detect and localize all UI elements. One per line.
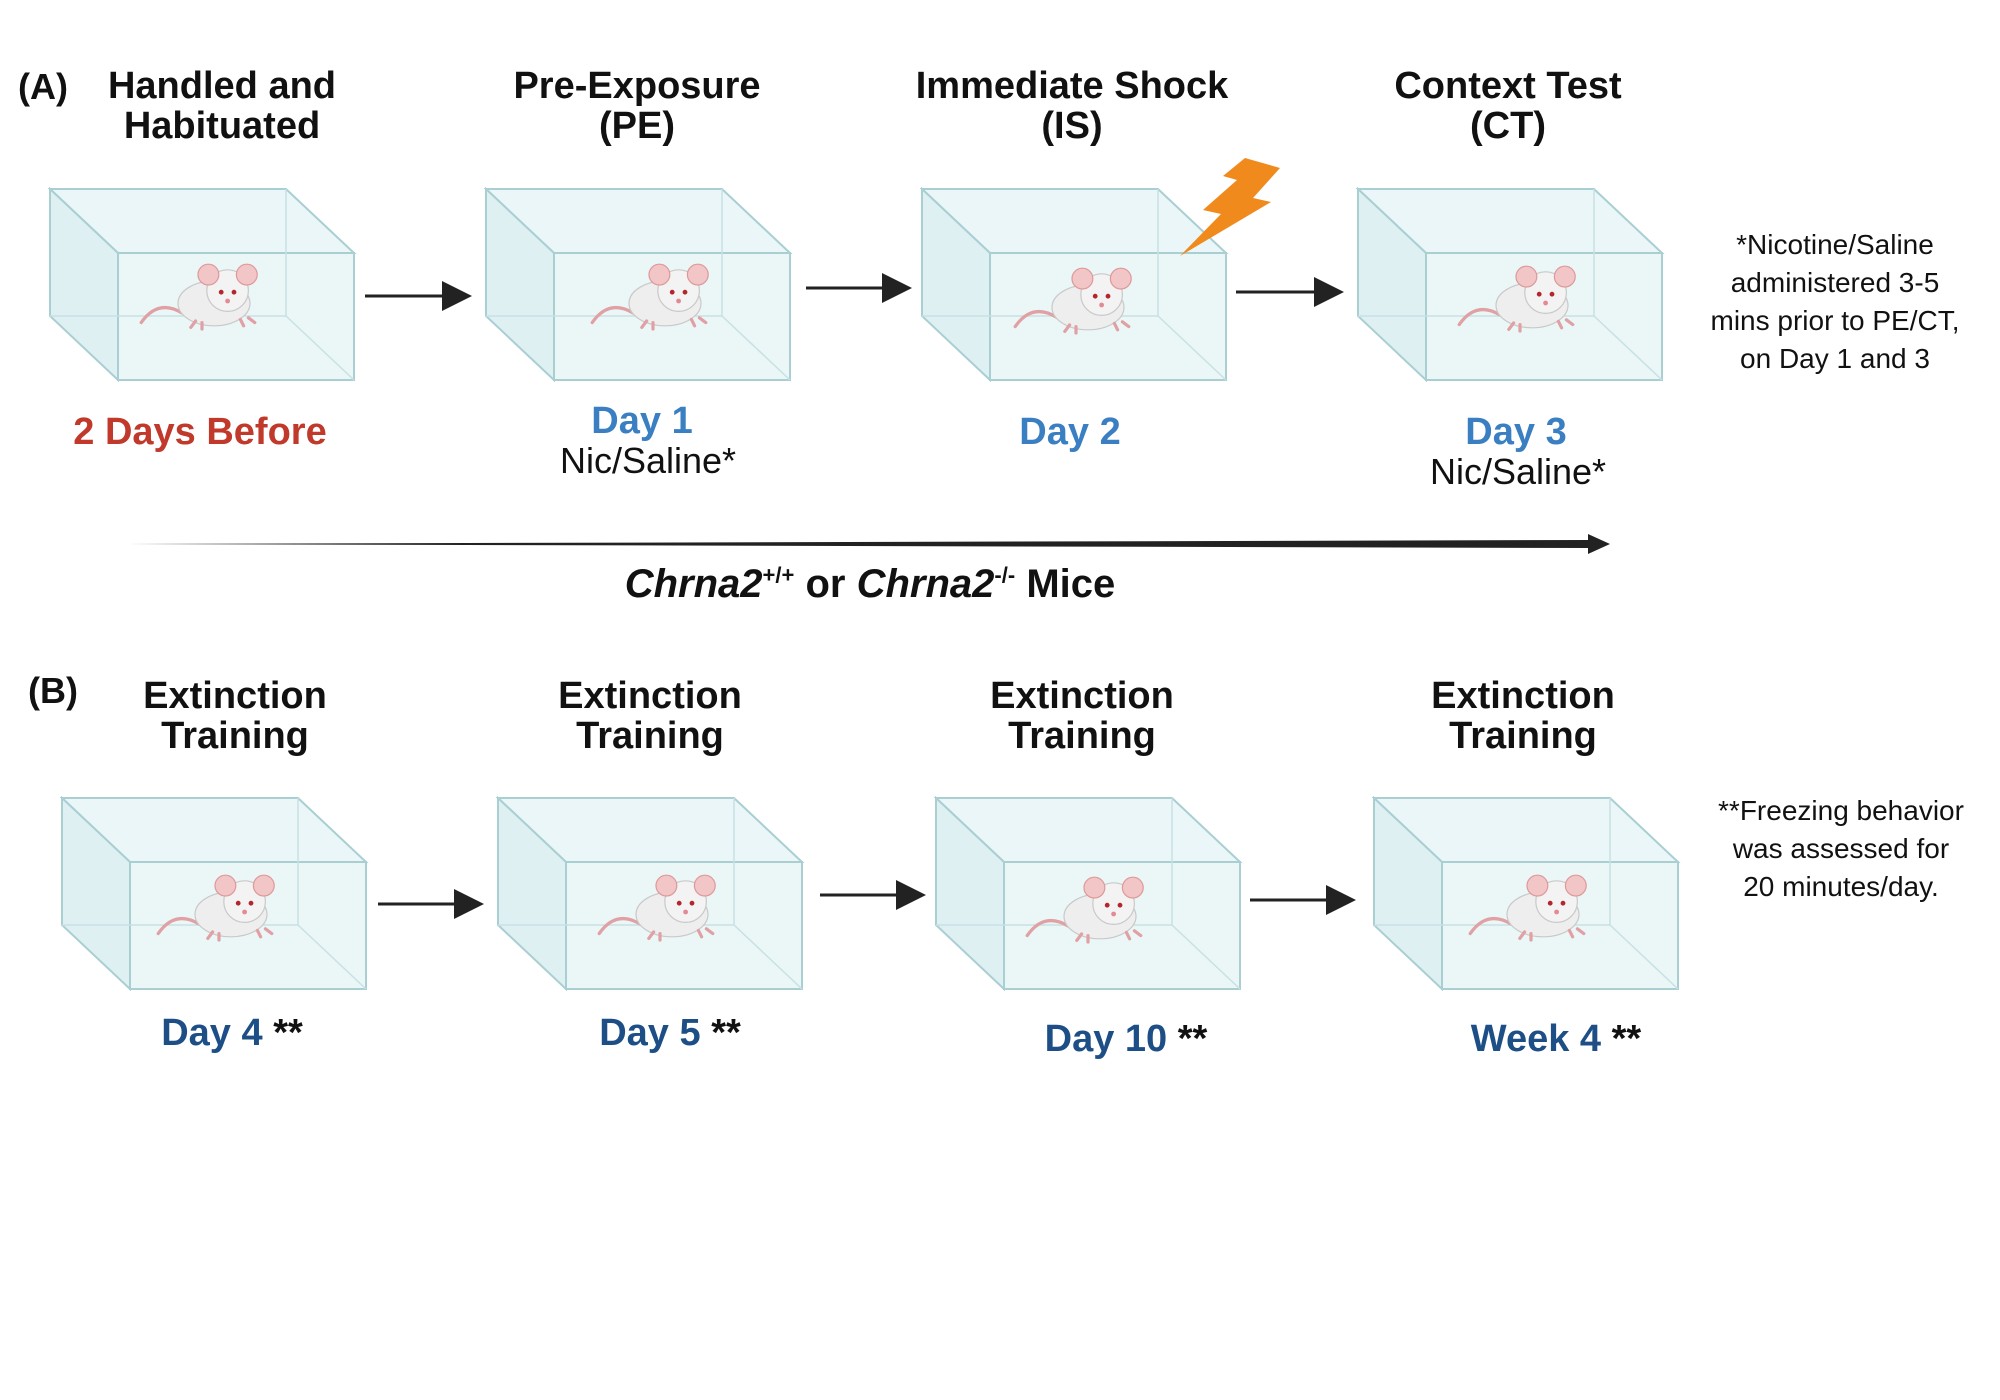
day-label-a4: Day 3: [1465, 411, 1567, 453]
day-label-b1: Day 4 **: [52, 1013, 412, 1053]
day-label-b3: Day 10 **: [946, 1019, 1306, 1059]
note-line: *Nicotine/Saline: [1736, 229, 1934, 260]
note-line: administered 3-5: [1730, 267, 1940, 298]
stage-a1-title: Handled and Habituated: [12, 66, 432, 146]
cage-b4: [1372, 796, 1682, 991]
freezing-note: **Freezing behavior was assessed for 20 …: [1686, 792, 1996, 906]
day-label-a3: Day 2: [1019, 411, 1121, 453]
cage-b2: [496, 796, 806, 991]
freezing-marker: **: [1177, 1018, 1208, 1060]
panel-a-label: (A): [18, 66, 68, 107]
stage-title-line2: Training: [1449, 715, 1597, 757]
stage-title-line1: Immediate Shock: [915, 65, 1229, 107]
genotype-label: Chrna2+/+ or Chrna2-/- Mice: [520, 562, 1220, 607]
freezing-marker: **: [273, 1012, 303, 1054]
note-line: on Day 1 and 3: [1740, 343, 1930, 374]
genotype-suffix: Mice: [1026, 562, 1116, 606]
day-value: Day 4: [161, 1012, 263, 1054]
cage-b1: [60, 796, 370, 991]
timeline-arrowhead: [1588, 534, 1610, 554]
stage-title-line1: Extinction: [143, 675, 327, 717]
stage-title-line1: Extinction: [990, 675, 1174, 717]
gene-name-ko: Chrna2: [856, 562, 995, 606]
timeline-shaft: [110, 540, 1590, 548]
note-line: **Freezing behavior: [1718, 795, 1964, 826]
stage-title-line2: Training: [576, 715, 724, 757]
day-value: Day 5: [599, 1012, 701, 1054]
day-value: Day 10: [1044, 1018, 1168, 1060]
stage-title-line1: Extinction: [558, 675, 742, 717]
panel-b-label: (B): [28, 670, 78, 711]
nicotine-note: *Nicotine/Saline administered 3-5 mins p…: [1680, 226, 1990, 378]
note-line: mins prior to PE/CT,: [1710, 305, 1960, 336]
stage-title-line2: (IS): [1041, 105, 1103, 147]
note-line: was assessed for: [1732, 833, 1950, 864]
stage-title-line2: Training: [1008, 715, 1156, 757]
stage-b2-title: Extinction Training: [440, 676, 860, 756]
stage-title-line1: Extinction: [1431, 675, 1615, 717]
gene-name-wt: Chrna2: [624, 562, 763, 606]
treatment-label-a2: Nic/Saline*: [559, 440, 737, 481]
genotype-ko: -/-: [994, 562, 1016, 588]
genotype-connector: or: [805, 562, 846, 606]
stage-title-line1: Pre-Exposure: [513, 65, 761, 107]
note-line: 20 minutes/day.: [1743, 871, 1939, 902]
stage-b4-title: Extinction Training: [1313, 676, 1733, 756]
stage-b3-title: Extinction Training: [872, 676, 1292, 756]
day-label-a1: 2 Days Before: [73, 411, 327, 453]
day-label-b2: Day 5 **: [490, 1013, 850, 1053]
genotype-wt: +/+: [762, 562, 795, 588]
lightning-icon: [1180, 158, 1280, 256]
stage-title-line2: Training: [161, 715, 309, 757]
stage-title-line2: (PE): [599, 105, 675, 147]
stage-title-line2: (CT): [1470, 105, 1546, 147]
stage-title-line2: Habituated: [123, 105, 321, 147]
stage-b1-title: Extinction Training: [25, 676, 445, 756]
day-value: Week 4: [1470, 1018, 1602, 1060]
stage-a2-title: Pre-Exposure (PE): [427, 66, 847, 146]
freezing-marker: **: [1611, 1018, 1642, 1060]
day-label-b4: Week 4 **: [1376, 1019, 1736, 1059]
stage-a4-title: Context Test (CT): [1298, 66, 1718, 146]
stage-title-line1: Context Test: [1394, 65, 1622, 107]
freezing-marker: **: [711, 1012, 741, 1054]
stage-title-line1: Handled and: [107, 65, 337, 107]
cage-b3: [934, 796, 1244, 991]
day-label-a2: Day 1: [591, 400, 693, 442]
stage-a3-title: Immediate Shock (IS): [862, 66, 1282, 146]
treatment-label-a4: Nic/Saline*: [1429, 451, 1607, 492]
